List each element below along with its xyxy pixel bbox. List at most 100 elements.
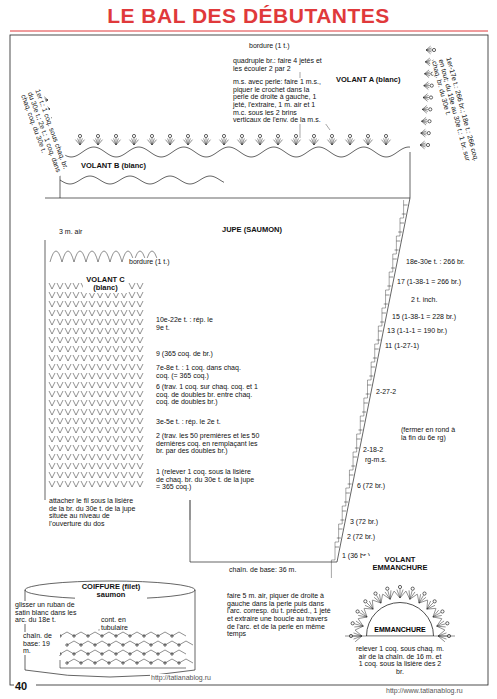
chain-arc <box>62 251 74 262</box>
pattern-line <box>422 119 428 121</box>
pattern-line <box>129 337 135 343</box>
pattern-line <box>332 140 337 145</box>
pattern-line <box>97 292 103 298</box>
bead <box>129 653 131 655</box>
pattern-line <box>137 292 143 298</box>
pattern-line <box>237 140 242 145</box>
crochet-strokes <box>25 46 455 677</box>
pattern-line <box>353 457 357 458</box>
pattern-line <box>419 597 426 603</box>
bead <box>429 108 432 111</box>
pattern-line <box>129 409 135 415</box>
pattern-note: VOLANT B (blanc) <box>80 162 160 170</box>
pattern-line <box>240 138 242 145</box>
pattern-line <box>113 409 119 415</box>
pattern-line <box>113 301 119 307</box>
chain-arc <box>98 251 110 262</box>
pattern-line <box>105 472 111 478</box>
pattern-line <box>57 346 63 352</box>
pattern-line <box>81 382 87 388</box>
pattern-line <box>49 472 55 478</box>
pattern-line <box>137 346 143 352</box>
pattern-line <box>206 138 208 145</box>
pattern-line <box>80 140 85 145</box>
pattern-line <box>206 140 211 145</box>
bead <box>186 134 189 137</box>
pattern-line <box>89 409 95 415</box>
pattern-line <box>60 660 186 668</box>
pattern-line <box>113 292 119 298</box>
bead <box>164 662 166 664</box>
pattern-line <box>345 140 350 145</box>
pattern-line <box>389 277 393 278</box>
pattern-note: VOLANT A (blanc) <box>335 76 405 84</box>
pattern-line <box>113 427 119 433</box>
pattern-line <box>342 511 346 512</box>
pattern-line <box>350 138 352 145</box>
pattern-line <box>355 630 362 636</box>
pattern-line <box>410 152 411 198</box>
pattern-line <box>137 418 143 424</box>
pattern-line <box>419 600 427 603</box>
pattern-line <box>427 605 435 609</box>
pattern-line <box>339 529 343 530</box>
bead <box>374 592 377 595</box>
node-label: EMMANCHURE <box>366 626 434 633</box>
pattern-line <box>242 138 244 145</box>
bead <box>428 120 431 123</box>
pattern-line <box>49 481 55 487</box>
pattern-line <box>354 636 362 639</box>
pattern-line <box>49 319 55 325</box>
pattern-line <box>121 454 127 460</box>
pattern-line <box>381 140 386 145</box>
pattern-line <box>49 373 55 379</box>
pattern-line <box>113 319 119 325</box>
pattern-line <box>97 427 103 433</box>
pattern-line <box>129 140 134 145</box>
pattern-line <box>57 436 63 442</box>
pattern-line <box>81 427 87 433</box>
pattern-note: JUPE (SAUMON) <box>212 226 292 234</box>
pattern-line <box>105 391 111 397</box>
bead <box>136 644 138 646</box>
pattern-line <box>134 138 136 145</box>
pattern-line <box>367 603 373 609</box>
pattern-line <box>179 641 193 645</box>
bead <box>441 610 444 613</box>
pattern-line <box>406 591 410 599</box>
pattern-line <box>65 328 71 334</box>
pattern-line <box>332 138 334 145</box>
pattern-line <box>65 472 71 478</box>
pattern-line <box>89 292 95 298</box>
pattern-line <box>165 140 170 145</box>
bead <box>433 600 436 603</box>
pattern-line <box>97 301 103 307</box>
pattern-line <box>113 328 119 334</box>
pattern-line <box>158 650 172 654</box>
pattern-line <box>129 355 135 361</box>
pattern-line <box>137 355 143 361</box>
pattern-line <box>114 138 116 145</box>
pattern-line <box>49 355 55 361</box>
pattern-line <box>97 382 103 388</box>
pattern-line <box>57 301 63 307</box>
pattern-line <box>73 472 79 478</box>
bead <box>386 587 389 590</box>
pattern-line <box>81 355 87 361</box>
pattern-line <box>260 138 262 145</box>
pattern-line <box>49 454 55 460</box>
pattern-line <box>97 319 103 325</box>
pattern-line <box>121 355 127 361</box>
pattern-line <box>129 373 135 379</box>
pattern-line <box>111 140 116 145</box>
pattern-line <box>81 463 87 469</box>
pattern-line <box>121 337 127 343</box>
pattern-line <box>379 594 381 603</box>
pattern-line <box>81 337 87 343</box>
pattern-line <box>81 373 87 379</box>
pattern-line <box>105 400 111 406</box>
pattern-line <box>368 140 373 145</box>
pattern-line <box>73 427 79 433</box>
pattern-line <box>65 445 71 451</box>
pattern-line <box>97 463 103 469</box>
